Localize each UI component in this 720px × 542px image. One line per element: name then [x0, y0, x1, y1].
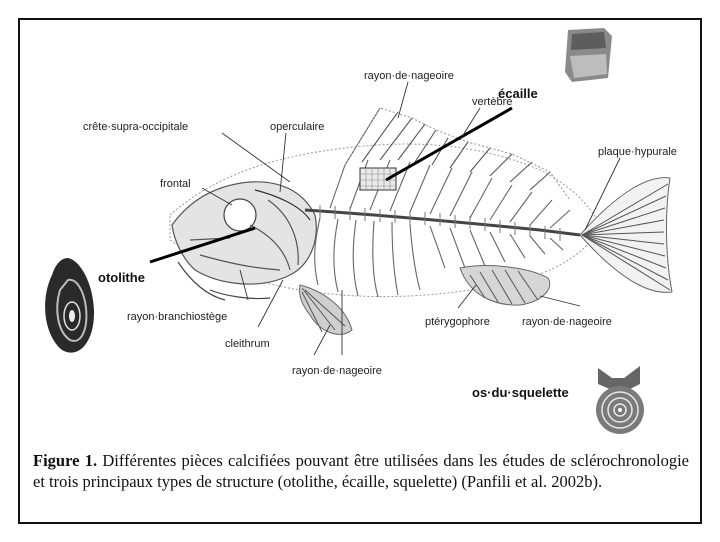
label-plaque-hypurale: plaque·hypurale — [598, 146, 677, 158]
fish-skeleton-diagram: écaille rayon·de·nageoire vertèbre plaqu… — [0, 0, 720, 450]
label-frontal: frontal — [160, 178, 191, 190]
label-vertebre: vertèbre — [472, 96, 512, 108]
label-rayon-bottom: rayon·de·nageoire — [292, 365, 382, 377]
caption-text: Différentes pièces calcifiées pouvant êt… — [33, 451, 689, 491]
vertebra-thumbnail — [596, 366, 644, 434]
label-cleithrum: cleithrum — [225, 338, 270, 350]
skull — [172, 182, 316, 300]
caudal-fin — [580, 178, 672, 293]
ecaille-thumbnail — [565, 28, 612, 82]
label-os-squelette: os·du·squelette — [472, 385, 569, 400]
label-pterygophore: ptérygophore — [425, 316, 490, 328]
caption-title: Figure 1. — [33, 451, 97, 470]
label-crete: crête·supra-occipitale — [83, 121, 188, 133]
label-rayon-right: rayon·de·nageoire — [522, 316, 612, 328]
label-rayon-top: rayon·de·nageoire — [364, 70, 454, 82]
pectoral-fin — [299, 285, 352, 334]
label-otolithe: otolithe — [98, 270, 145, 285]
ecaille-pointer — [386, 108, 512, 180]
anal-fin — [460, 266, 550, 305]
otolithe-thumbnail — [45, 258, 94, 353]
figure-caption: Figure 1. Différentes pièces calcifiées … — [33, 450, 689, 492]
label-operculaire: operculaire — [270, 121, 324, 133]
label-branchiostege: rayon·branchiostège — [127, 311, 227, 323]
